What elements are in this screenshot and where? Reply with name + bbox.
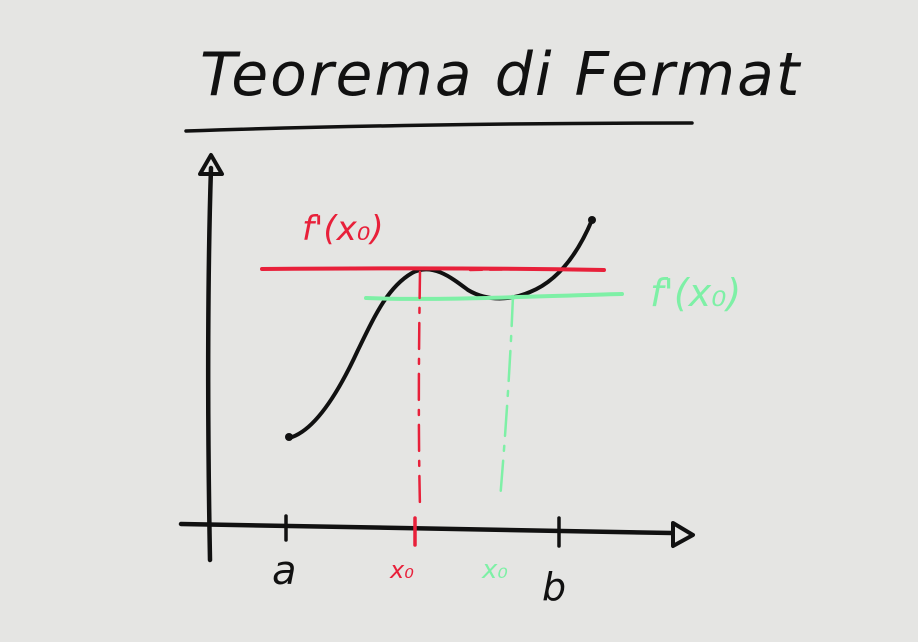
- curve-end-dot: [588, 216, 596, 224]
- tick-label-red-x0: x₀: [389, 556, 414, 584]
- curve-start-dot: [285, 433, 293, 441]
- title-underline: [184, 121, 694, 133]
- red-tangent-line: [260, 266, 606, 272]
- arrow-up-icon: [198, 153, 224, 176]
- arrow-right-icon: [671, 521, 695, 548]
- red-tangent-dashes: [468, 267, 532, 272]
- x-axis: [178, 521, 675, 536]
- tick-label-green-x0: x₀: [481, 555, 508, 585]
- page-title: Teorema di Fermat: [200, 40, 802, 110]
- green-tangent-line: [364, 292, 624, 301]
- tick-label-b: b: [542, 565, 566, 609]
- red-tangent-label: f'(x₀): [302, 209, 384, 249]
- green-tangent-label: f'(x₀): [650, 271, 741, 315]
- tick-label-a: a: [272, 548, 297, 594]
- green-vertical-guide: [498, 294, 515, 502]
- y-axis: [205, 165, 214, 563]
- function-curve: [287, 218, 594, 440]
- red-vertical-guide: [417, 270, 422, 510]
